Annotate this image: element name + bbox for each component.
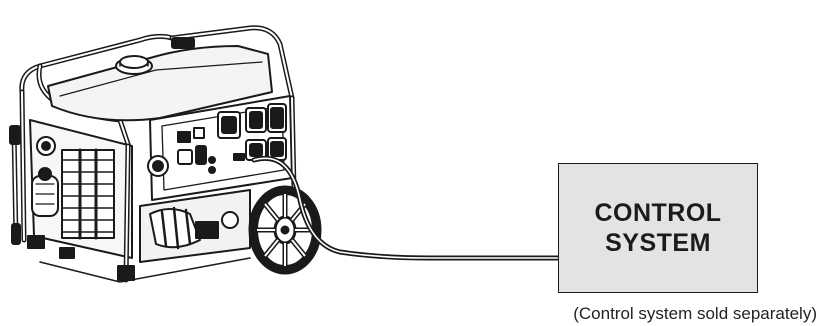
control-system-box: CONTROL SYSTEM bbox=[558, 163, 758, 293]
generator-icon bbox=[9, 25, 297, 283]
control-system-label-line1: CONTROL bbox=[594, 199, 722, 227]
control-system-label-line2: SYSTEM bbox=[605, 229, 711, 257]
caption-note: (Control system sold separately) bbox=[573, 304, 817, 323]
